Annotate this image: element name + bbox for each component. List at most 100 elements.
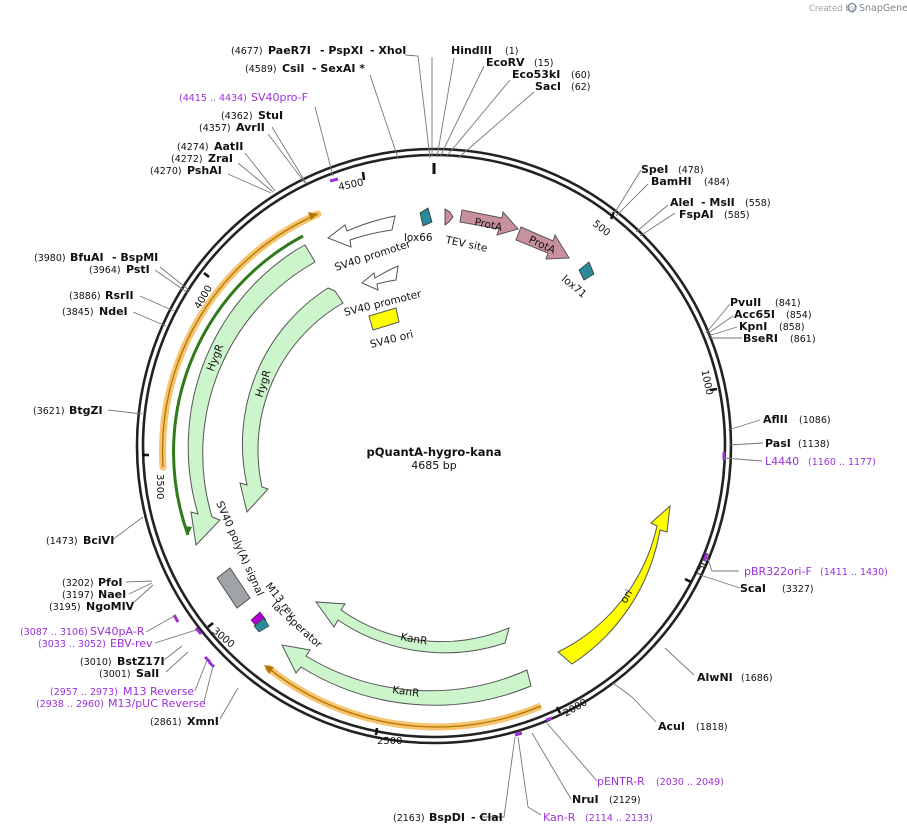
primer-pos-sv40pro-f: (4415 .. 4434) <box>179 93 247 104</box>
tick-label-4500: 4500 <box>337 177 364 193</box>
feature-sv40-promoter-1 <box>326 215 396 248</box>
site-extra-pspxi: - PspXI <box>320 44 363 57</box>
primer-name-m13-reverse: M13 Reverse <box>123 685 194 698</box>
feature-m13-rev <box>250 611 267 628</box>
site-name-saci: SacI <box>535 80 561 93</box>
site-pos-hindiii: (1) <box>505 46 518 57</box>
feature-lox66 <box>419 207 433 227</box>
credit-prefix: Created by <box>809 4 856 14</box>
site-name-ngomiv: NgoMIV <box>86 600 135 613</box>
feature-lac-operator <box>253 617 270 633</box>
primer-name-m13-puc-reverse: M13/pUC Reverse <box>108 697 206 710</box>
site-name-bcivi: ScaI <box>740 582 766 595</box>
site-name-stui: StuI <box>258 109 283 122</box>
site-name-ndei: NdeI <box>99 305 128 318</box>
primer-pos-sv40pa-r: (3087 .. 3106) <box>20 627 88 638</box>
site-name-bfuai: BfuAI <box>70 251 104 264</box>
feature-sv40-promoter-2 <box>361 265 399 291</box>
primer-pos-m13-puc-reverse: (2938 .. 2960) <box>36 699 104 710</box>
primer-name-sv40pro-f: SV40pro-F <box>251 91 308 104</box>
site-pos-eco53ki: (60) <box>571 70 591 81</box>
site-name-aatii: AatII <box>214 140 243 153</box>
site-pos-bfuai: (3980) <box>34 253 66 264</box>
site-name-naei: NaeI <box>98 588 126 601</box>
leader-lines <box>107 54 764 818</box>
orange-arc-bottom-line <box>266 666 542 728</box>
primer-pos-pbr322ori-f: (1411 .. 1430) <box>820 567 888 578</box>
feature-kanr-outer <box>281 644 532 706</box>
site-pos-nrui: (2129) <box>609 795 641 806</box>
feature-label-ori: ori <box>618 588 635 606</box>
site-name-spei: SpeI <box>641 163 668 176</box>
site-pos-ngomiv: (3195) <box>49 602 81 613</box>
site-pos-rsrii: (3886) <box>69 291 101 302</box>
primer-pos-pentr-r: (2030 .. 2049) <box>656 777 724 788</box>
feature-tev-site <box>444 208 454 226</box>
site-name-eco53ki: Eco53kI <box>512 68 560 81</box>
tick-label-1500: 1500 <box>693 552 714 580</box>
site-name-paer7i: PaeR7I <box>268 44 311 57</box>
site-name-alwni: AlwNI <box>697 671 733 684</box>
feature-label-sv40-ori: SV40 ori <box>369 329 415 351</box>
site-name-sali: SalI <box>136 667 159 680</box>
site-pos-avrii: (4357) <box>199 123 231 134</box>
green-line-arc <box>172 234 304 536</box>
site-name-bstz17i: BstZ17I <box>117 655 165 668</box>
tick-marks <box>142 171 718 736</box>
site-extra-bspmi: - BspMI <box>112 251 158 264</box>
feature-kanr-inner <box>314 601 510 654</box>
site-pos-spei: (478) <box>678 165 704 176</box>
site-pos-scai: (1473) <box>46 536 78 547</box>
site-name-pfoi: PfoI <box>98 576 123 589</box>
green-line-arc-head <box>184 526 192 535</box>
feature-label-kanr-outer: KanR <box>392 684 421 700</box>
site-pos-alei: (558) <box>745 198 771 209</box>
site-name-pasi: PasI <box>765 437 791 450</box>
primer-pos-kan-r: (2114 .. 2133) <box>585 813 653 824</box>
primer-name-sv40pa-r: SV40pA-R <box>90 625 145 638</box>
site-name-avrii: AvrII <box>236 121 265 134</box>
feature-lox71 <box>578 261 595 281</box>
site-name-fspai: FspAI <box>679 208 714 221</box>
feature-label-kanr-inner: KanR <box>399 631 428 648</box>
site-pos-pvuii: (841) <box>775 298 801 309</box>
site-name-psti: PstI <box>126 263 150 276</box>
site-name-rsrii: RsrII <box>105 289 134 302</box>
credit-brand: SnapGene <box>859 3 907 14</box>
primer-name-l4440: L4440 <box>765 455 799 468</box>
site-pos-aatii: (4274) <box>177 142 209 153</box>
site-pos-pasi: (1138) <box>798 439 830 450</box>
site-name-ecorv: EcoRV <box>486 56 525 69</box>
feature-sv40-polya <box>216 567 251 609</box>
orange-arc-left-head <box>308 212 318 220</box>
site-pos-ndei: (3845) <box>62 307 94 318</box>
site-name-pvuii: PvuII <box>730 296 761 309</box>
site-pos-acui: (1818) <box>696 722 728 733</box>
site-name-nrui: NruI <box>572 793 599 806</box>
tick-label-1000: 1000 <box>698 369 714 396</box>
site-name-zrai: ZraI <box>208 152 233 165</box>
site-pos-zrai: (4272) <box>171 154 203 165</box>
feature-ori <box>557 504 671 665</box>
primer-name-pbr322ori-f: pBR322ori-F <box>744 565 812 578</box>
site-pos-ecorv: (15) <box>534 58 554 69</box>
tick-label-3500: 3500 <box>154 474 165 499</box>
site-pos-pshai: (4270) <box>150 166 182 177</box>
site-pos-fspai: (585) <box>724 210 750 221</box>
orange-arc-left-line <box>161 213 319 468</box>
feature-hygr-outer <box>187 244 316 547</box>
site-pos-sali: (3001) <box>99 669 131 680</box>
backbone-inner-ring <box>141 153 727 739</box>
site-name-hindiii: HindIII <box>451 44 492 57</box>
site-name-scai: BciVI <box>83 534 114 547</box>
primer-name-kan-r: Kan-R <box>543 811 576 824</box>
orange-arc-bottom-head <box>264 665 274 674</box>
site-pos-bseri: (861) <box>790 334 816 345</box>
site-pos-paer7i: (4677) <box>231 46 263 57</box>
site-pos-btgzi: (3621) <box>33 406 65 417</box>
site-pos-naei: (3197) <box>62 590 94 601</box>
site-name-acui: AcuI <box>658 720 685 733</box>
site-pos-acc65i: (854) <box>786 310 812 321</box>
feature-prota-2 <box>515 226 570 260</box>
